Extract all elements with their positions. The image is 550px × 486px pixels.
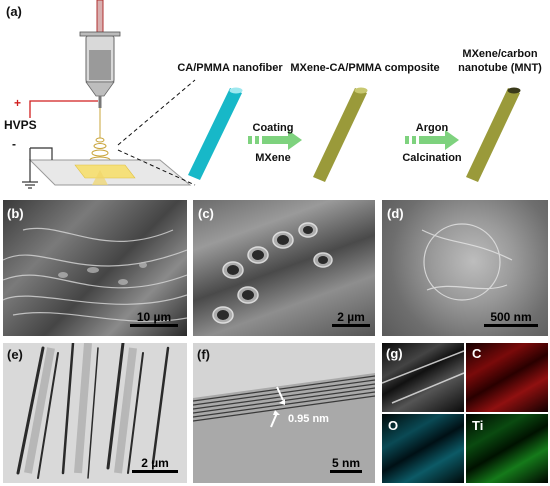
hvps-positive-wire (29, 100, 98, 118)
nanotube-cylinder (466, 87, 521, 182)
eds-map-titanium (466, 414, 548, 483)
eds-map-gray (382, 343, 464, 412)
panel-label-g: (g) (386, 346, 403, 361)
scalebar-b: 10 µm (130, 310, 178, 327)
hrtem-image-f (193, 343, 375, 483)
electrospinning-schematic (22, 0, 521, 189)
eds-map-oxygen (382, 414, 464, 483)
scalebar-d: 500 nm (484, 310, 538, 327)
panel-label-e: (e) (7, 347, 23, 362)
panel-label-d: (d) (387, 206, 404, 221)
panel-label-a: (a) (6, 4, 22, 19)
panel-label-f: (f) (197, 347, 210, 362)
composite-cylinder (313, 87, 368, 182)
minus-sign: - (12, 137, 16, 151)
panel-label-c: (c) (198, 206, 214, 221)
arrow1-top-label: Coating (252, 122, 294, 134)
stage3-label-line1: MXene/carbon (462, 48, 538, 60)
syringe-icon (79, 0, 121, 108)
arrow2-bottom-label: Calcination (402, 152, 462, 164)
sem-image-b (3, 200, 187, 336)
element-label-o: O (388, 418, 399, 433)
sem-image-c (193, 200, 375, 336)
stage2-label: MXene-CA/PMMA composite (290, 62, 440, 74)
arrow-coating (248, 130, 302, 150)
stage3-label-line2: nanotube (MNT) (458, 62, 542, 74)
scalebar-c: 2 µm (332, 310, 370, 327)
arrow2-top-label: Argon (415, 122, 449, 134)
lattice-spacing-label: 0.95 nm (288, 413, 329, 425)
arrow1-bottom-label: MXene (255, 152, 291, 164)
tem-image-e (3, 343, 187, 483)
scalebar-e: 2 µm (132, 456, 178, 473)
scalebar-f: 5 nm (330, 456, 362, 473)
hvps-label: HVPS (4, 118, 37, 132)
stage1-label: CA/PMMA nanofiber (177, 62, 283, 74)
panel-label-b: (b) (7, 206, 24, 221)
nanofiber-cylinder (188, 87, 243, 180)
sem-image-d (382, 200, 548, 336)
arrow-calcination (405, 130, 459, 150)
eds-map-carbon (466, 343, 548, 412)
plus-sign: + (14, 96, 22, 110)
element-label-ti: Ti (472, 418, 484, 433)
element-label-c: C (472, 346, 482, 361)
